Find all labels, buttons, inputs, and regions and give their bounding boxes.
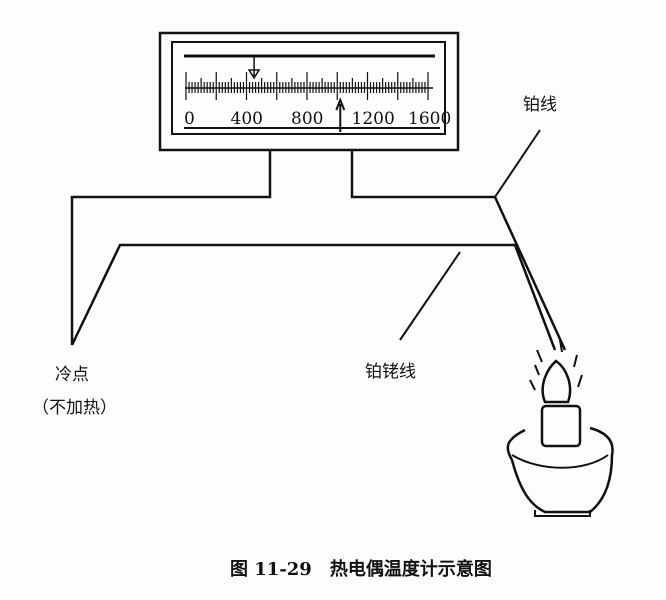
alcohol-lamp	[506, 339, 614, 517]
scale-ticks	[185, 72, 429, 100]
scale-label: 0	[184, 109, 195, 129]
lamp-bowl	[506, 426, 614, 514]
platinum-wire	[493, 196, 567, 351]
meter-inner-box	[171, 41, 446, 135]
platinum-wire-label: 铂线	[523, 95, 557, 115]
scale-label: 1600	[408, 109, 451, 129]
scale-labels: 0 400 800 1200 1600	[184, 109, 451, 129]
cold-point-note: （不加热）	[32, 398, 117, 418]
lamp-rim	[511, 454, 609, 469]
platinum-rhodium-wire-label: 铂铑线	[365, 362, 416, 382]
scale-label: 400	[231, 109, 263, 129]
meter-pointer	[335, 97, 346, 132]
lamp-base	[534, 510, 591, 517]
platinum-wire-pointer	[494, 129, 541, 198]
right-lead-wire	[350, 150, 495, 199]
figure-caption: 图 11-29 热电偶温度计示意图	[230, 559, 492, 580]
meter-marker	[247, 56, 261, 80]
flame	[541, 359, 572, 404]
flame-glow-lines	[529, 339, 583, 391]
scale-label: 1200	[352, 109, 395, 129]
platinum-rhodium-wire	[70, 243, 557, 351]
meter-outer-box	[158, 31, 460, 152]
left-lead-wire	[70, 150, 272, 345]
scale-label: 800	[291, 109, 323, 129]
cold-point-label: 冷点	[55, 365, 89, 385]
wick-holder	[540, 404, 582, 448]
platinum-rhodium-pointer	[399, 251, 461, 341]
